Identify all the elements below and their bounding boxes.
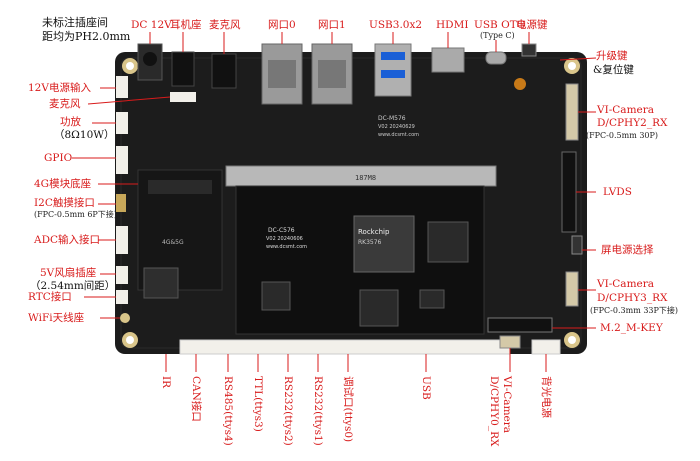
label-cam3-sub: (FPC-0.3mm 33P下接): [590, 306, 678, 315]
note-line-1: 未标注插座间: [42, 16, 108, 29]
ram-chip: [427, 221, 469, 263]
emmc-chip: [359, 289, 399, 327]
lte-text: 4G&5G: [162, 239, 184, 246]
earphone-jack: [171, 51, 195, 87]
label-lan1: 网口1: [318, 19, 346, 31]
label-earphone: 耳机座: [170, 19, 202, 31]
label-cam0-b: D/CPHY0_RX: [488, 376, 500, 447]
label-hdmi: HDMI: [436, 19, 469, 31]
label-debug: 调试口(ttys0): [342, 376, 354, 443]
label-rs485: RS485(ttys4): [222, 376, 234, 446]
som-url: www.dcsmt.com: [266, 244, 307, 250]
soc-chip: [353, 215, 415, 273]
label-rs232-ttys2: RS232(ttys2): [282, 376, 294, 446]
label-gpio: GPIO: [44, 152, 73, 164]
flash-chip: [419, 289, 445, 309]
rtc-connector: [116, 290, 128, 304]
label-amp-sub: （8Ω10W）: [54, 129, 115, 141]
power-key: [521, 43, 537, 57]
label-cam2-b: D/CPHY2_RX: [597, 117, 668, 129]
label-mic: 麦克风: [49, 98, 81, 110]
label-rtc: RTC接口: [28, 291, 72, 303]
soc-brand: Rockchip: [358, 228, 390, 236]
label-power-key: 电源键: [516, 19, 548, 31]
label-12v-input: 12V电源输入: [28, 82, 91, 94]
lvds-connector: [561, 151, 577, 233]
label-ir: IR: [160, 376, 172, 389]
label-i2c: I2C触摸接口: [34, 197, 95, 209]
backlight-connector: [531, 339, 561, 355]
base-ver: V02 20240629: [378, 124, 415, 130]
label-usb3: USB3.0x2: [369, 19, 423, 31]
pwr-connector: [116, 76, 128, 98]
label-ttl: TTL(ttys3): [252, 376, 264, 432]
gpio-connector: [116, 146, 128, 174]
amp-connector: [116, 112, 128, 134]
label-usb-otg: USB OTG: [474, 19, 526, 31]
label-wifi: WiFi天线座: [28, 312, 85, 324]
spacing-note: 未标注插座间 距均为PH2.0mm: [42, 16, 130, 44]
som-name: DC-C576: [268, 227, 295, 234]
som-ver: V02 20240606: [266, 236, 303, 242]
bottom-connector-row: [179, 339, 511, 355]
label-cam3-b: D/CPHY3_RX: [597, 292, 668, 304]
label-cam2: VI-Camera: [597, 104, 655, 116]
adc-connector: [116, 226, 128, 254]
label-backlight: 背光电源: [540, 376, 552, 418]
label-fan: 5V风扇插座: [40, 267, 97, 279]
label-amp: 功放: [60, 116, 81, 128]
base-name: DC-M576: [378, 115, 406, 122]
lte-chip: [143, 267, 179, 299]
cam3-fpc: [565, 271, 579, 307]
hdmi-port: [431, 47, 465, 73]
label-lte: 4G模块底座: [34, 178, 92, 190]
mic-jack: [211, 53, 237, 89]
note-line-2: 距均为PH2.0mm: [42, 30, 131, 43]
label-cam3: VI-Camera: [597, 278, 655, 290]
base-url: www.dcsmt.com: [378, 132, 419, 138]
i2c-fpc: [116, 194, 126, 212]
label-m2: M.2_M-KEY: [600, 322, 663, 334]
label-upgrade: 升级键: [596, 50, 628, 62]
cam0-fpc: [499, 335, 521, 349]
usb-otg-port: [485, 51, 507, 65]
fan-connector: [116, 266, 128, 284]
screen-pwr-jumper: [571, 235, 583, 255]
label-adc: ADC输入接口: [34, 234, 101, 246]
label-usb: USB: [420, 376, 432, 400]
label-mic-top: 麦克风: [209, 19, 241, 31]
pmic-chip: [261, 281, 291, 311]
label-reset: &复位键: [593, 64, 634, 76]
leader-lines: [72, 32, 597, 372]
label-rs232-ttys1: RS232(ttys1): [312, 376, 324, 446]
label-i2c-sub: (FPC-0.5mm 6P下接): [34, 210, 117, 219]
mic-connector: [170, 92, 196, 102]
label-can: CAN接口: [190, 376, 202, 422]
label-cam2-sub: (FPC-0.5mm 30P): [586, 131, 658, 140]
socket-text: 187M8: [355, 174, 376, 182]
label-lvds: LVDS: [603, 186, 632, 198]
upgrade-key: [514, 78, 526, 90]
label-screen-pwr: 屏电源选择: [601, 244, 654, 256]
label-usb-otg-sub: (Type C): [480, 31, 515, 40]
label-lan0: 网口0: [268, 19, 296, 31]
m2-slot: [487, 317, 553, 333]
wifi-antenna: [120, 313, 130, 323]
soc-model: RK3576: [358, 239, 382, 246]
label-dc12v: DC 12V: [131, 19, 172, 31]
label-fan-sub: （2.54mm间距）: [30, 280, 116, 292]
cam2-fpc: [565, 83, 579, 141]
label-cam0: VI-Camera: [501, 376, 513, 434]
